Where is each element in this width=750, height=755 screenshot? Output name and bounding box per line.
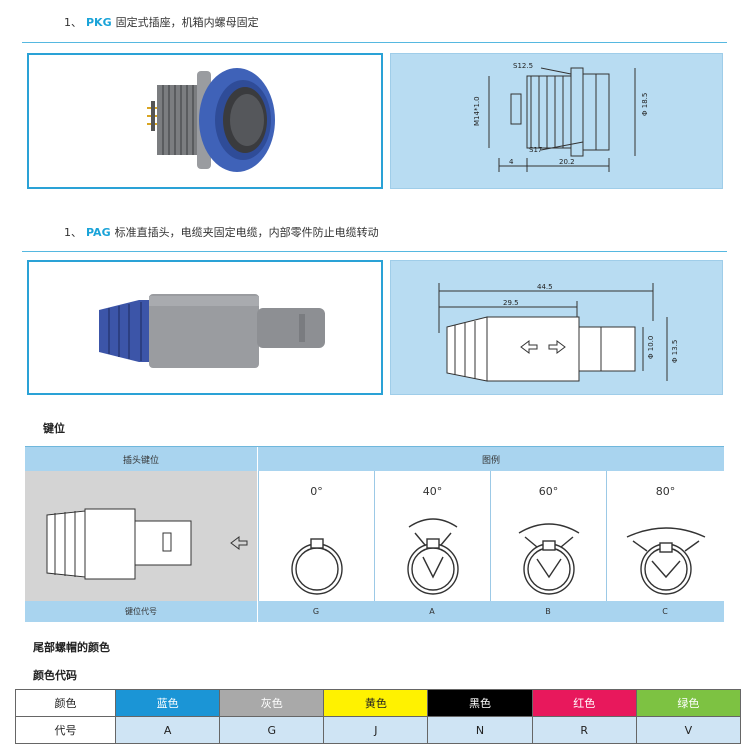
color-blue-cell: 蓝色 <box>114 689 221 717</box>
keying-table: 插头键位 图例 0° 40° <box>25 446 724 622</box>
pag-technical-drawing <box>438 283 668 382</box>
code-green-cell: V <box>635 716 742 744</box>
dim-w4: 4 <box>509 158 514 166</box>
pag-photo-box <box>27 260 383 395</box>
pkg-technical-drawing <box>488 67 636 172</box>
dim-d13: Φ 13.5 <box>671 339 679 363</box>
keying-foot-left: 键位代号 <box>25 601 257 622</box>
code-red-cell: R <box>531 716 637 744</box>
dim-l44: 44.5 <box>537 283 553 291</box>
key-code-b: B <box>490 601 606 622</box>
dim-s17: S17 <box>529 146 543 154</box>
dim-l29: 29.5 <box>503 299 519 307</box>
color-code-row: 代号 A G J N R V <box>15 716 742 744</box>
section-2-code: PAG <box>86 226 111 239</box>
pag-plug-photo <box>99 294 325 368</box>
color-yellow-cell: 黄色 <box>323 689 429 717</box>
key-cell-a-angle: 40° <box>422 485 443 498</box>
dim-w20: 20.2 <box>559 158 575 166</box>
code-yellow-cell: J <box>323 716 429 744</box>
key-diagram-40 <box>407 518 459 595</box>
keying-title: 键位 <box>43 422 65 435</box>
section-2-number: 1、 <box>64 226 82 239</box>
key-cell-c: 80° <box>606 471 724 601</box>
color-code-table: 颜色 蓝色 灰色 黄色 黑色 红色 绿色 代号 A G J N R V <box>15 689 742 744</box>
color-row-label: 颜色 <box>15 689 116 717</box>
color-code-title: 颜色代码 <box>33 669 77 682</box>
key-code-g: G <box>258 601 374 622</box>
code-gray-cell: G <box>219 716 325 744</box>
code-row-label: 代号 <box>15 716 116 744</box>
dim-s12: S12.5 <box>513 62 534 70</box>
code-blue-cell: A <box>114 716 221 744</box>
key-diagram-60 <box>518 523 580 595</box>
key-diagram-0 <box>291 538 343 595</box>
keying-head-left: 插头键位 <box>25 447 257 471</box>
plug-keying-image <box>25 471 257 601</box>
section-2-desc: 标准直插头，电缆夹固定电缆，内部零件防止电缆转动 <box>114 226 379 239</box>
section-1-divider <box>22 42 727 43</box>
keying-head-right: 图例 <box>258 447 724 471</box>
color-name-row: 颜色 蓝色 灰色 黄色 黑色 红色 绿色 <box>15 689 742 717</box>
dim-d18: Φ 18.5 <box>641 92 649 116</box>
nut-color-title: 尾部螺帽的颜色 <box>33 641 110 654</box>
color-green-cell: 绿色 <box>635 689 742 717</box>
key-cell-g: 0° <box>258 471 374 601</box>
code-black-cell: N <box>427 716 533 744</box>
key-cell-a: 40° <box>374 471 490 601</box>
color-gray-cell: 灰色 <box>219 689 325 717</box>
key-cell-c-angle: 80° <box>655 485 676 498</box>
pag-drawing-box: 44.5 29.5 Φ 10.0 Φ 13.5 <box>390 260 723 395</box>
pkg-drawing-box: S12.5 M14*1.0 Φ 18.5 S17 4 20.2 <box>390 53 723 189</box>
key-code-c: C <box>606 601 724 622</box>
section-1-code: PKG <box>86 16 112 29</box>
pkg-socket-photo <box>147 68 275 172</box>
key-cell-b: 60° <box>490 471 606 601</box>
section-1-number: 1、 <box>64 16 82 29</box>
key-diagram-80 <box>626 527 706 595</box>
section-1-desc: 固定式插座，机箱内螺母固定 <box>115 16 259 29</box>
section-2-divider <box>22 251 727 252</box>
dim-d10: Φ 10.0 <box>647 335 655 359</box>
key-code-a: A <box>374 601 490 622</box>
dim-m14: M14*1.0 <box>473 96 481 126</box>
color-black-cell: 黑色 <box>427 689 533 717</box>
color-red-cell: 红色 <box>531 689 637 717</box>
key-cell-b-angle: 60° <box>538 485 559 498</box>
pkg-photo-box <box>27 53 383 189</box>
key-cell-g-angle: 0° <box>310 485 323 498</box>
